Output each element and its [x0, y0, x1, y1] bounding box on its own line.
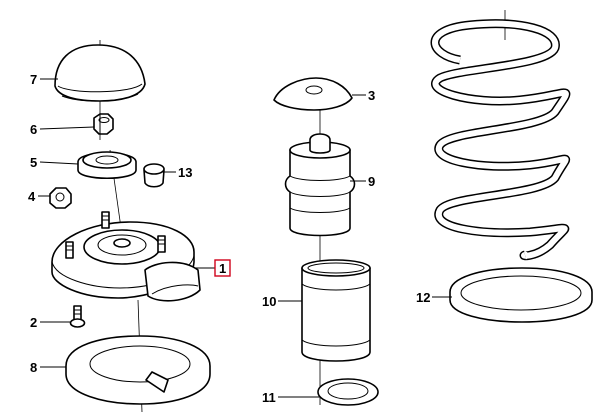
part-13-stop[interactable] — [143, 163, 165, 188]
part-11-ring[interactable] — [317, 378, 379, 406]
part-9-bump-stop[interactable] — [284, 133, 356, 237]
leader-6 — [39, 126, 95, 130]
callout-3[interactable]: 3 — [368, 88, 375, 103]
callout-4[interactable]: 4 — [28, 189, 36, 204]
leader-5 — [39, 161, 79, 165]
callout-10[interactable]: 10 — [262, 294, 276, 309]
part-2-bolt[interactable] — [69, 305, 86, 328]
part-5-bearing[interactable] — [77, 151, 137, 179]
part-1-strut-mount[interactable] — [51, 211, 201, 302]
callout-6[interactable]: 6 — [30, 122, 37, 137]
part-6-nut[interactable] — [93, 113, 114, 135]
part-8-spring-pad[interactable] — [65, 335, 211, 405]
part-12-spring-seat[interactable] — [449, 267, 593, 323]
part-12-coil-spring[interactable] — [430, 19, 571, 261]
callout-13[interactable]: 13 — [178, 165, 192, 180]
callout-5[interactable]: 5 — [30, 155, 37, 170]
callout-7[interactable]: 7 — [30, 72, 37, 87]
callout-9[interactable]: 9 — [368, 174, 375, 189]
callout-8[interactable]: 8 — [30, 360, 37, 375]
part-3-washer[interactable] — [273, 77, 353, 111]
part-7-cap[interactable] — [54, 44, 146, 102]
callout-1-highlight — [214, 259, 231, 277]
callout-12[interactable]: 12 — [416, 290, 430, 305]
callout-2[interactable]: 2 — [30, 315, 37, 330]
callout-1[interactable]: 1 — [219, 261, 226, 276]
part-4-nut[interactable] — [49, 187, 72, 209]
callout-11[interactable]: 11 — [262, 390, 276, 405]
part-10-tube[interactable] — [301, 259, 371, 362]
